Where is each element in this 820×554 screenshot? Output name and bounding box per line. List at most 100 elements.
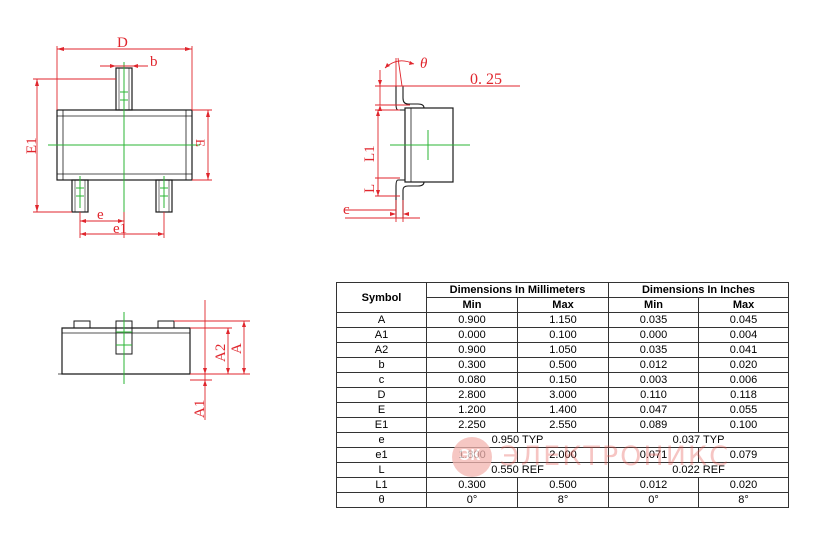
- inch-typ-cell: 0.022 REF: [608, 462, 790, 478]
- mm-typ-cell: 0.950 TYP: [425, 432, 610, 448]
- mm-min-cell: 0.000: [426, 327, 518, 343]
- dim-label-b: b: [150, 54, 158, 70]
- inch-max-cell: 0.100: [698, 417, 790, 433]
- inch-min-cell: 0.003: [608, 372, 700, 388]
- mm-max-cell: 1.050: [516, 342, 610, 358]
- mm-min-cell: 1.200: [426, 402, 518, 418]
- inch-min-cell: 0.047: [608, 402, 700, 418]
- side-view-top-lead: [395, 85, 425, 111]
- mm-max-cell: 3.000: [516, 387, 610, 403]
- symbol-cell: e: [336, 432, 427, 448]
- mm-max-cell: 0.100: [516, 327, 610, 343]
- mm-group-header: Dimensions In Millimeters: [425, 282, 610, 298]
- top-view-arrowheads: [35, 47, 210, 236]
- inch-min-cell: 0.110: [608, 387, 700, 403]
- dim-label-E: E: [193, 139, 208, 147]
- symbol-cell: L: [336, 462, 427, 478]
- mm-min-cell: 0.080: [426, 372, 518, 388]
- dim-label-A1: A1: [192, 400, 208, 418]
- inch-max-cell: 8°: [698, 492, 790, 508]
- mm-min-cell: 0°: [426, 492, 518, 508]
- symbol-cell: E: [336, 402, 427, 418]
- inch-min-cell: 0.000: [608, 327, 700, 343]
- inch-min-header: Min: [608, 297, 700, 313]
- inch-max-cell: 0.079: [698, 447, 790, 463]
- dim-label-E1: E1: [24, 137, 40, 154]
- mm-max-cell: 0.150: [516, 372, 610, 388]
- top-view-dimensions: [33, 46, 212, 238]
- symbol-cell: θ: [336, 492, 427, 508]
- inch-min-cell: 0.071: [608, 447, 700, 463]
- dim-label-theta: θ: [420, 56, 428, 72]
- mm-max-cell: 0.500: [516, 357, 610, 373]
- mm-max-header: Max: [516, 297, 610, 313]
- front-view: A2 A A1: [58, 300, 250, 420]
- symbol-cell: E1: [336, 417, 427, 433]
- mm-max-cell: 2.000: [516, 447, 610, 463]
- symbol-header: Symbol: [336, 282, 427, 313]
- symbol-cell: L1: [336, 477, 427, 493]
- dim-label-A: A: [229, 343, 245, 354]
- mm-min-cell: 2.250: [426, 417, 518, 433]
- mm-min-cell: 1.800: [426, 447, 518, 463]
- mm-min-header: Min: [426, 297, 518, 313]
- mm-min-cell: 0.300: [426, 477, 518, 493]
- dim-label-e1: e1: [113, 221, 127, 237]
- top-view: D b E1 E e e1: [24, 35, 212, 238]
- inch-max-cell: 0.020: [698, 357, 790, 373]
- inch-max-cell: 0.045: [698, 312, 790, 328]
- mm-max-cell: 2.550: [516, 417, 610, 433]
- side-view: θ 0. 25 L1 L c: [343, 56, 520, 222]
- dim-label-L1: L1: [362, 145, 378, 162]
- symbol-cell: e1: [336, 447, 427, 463]
- dim-label-D: D: [117, 35, 128, 51]
- dim-label-e: e: [97, 207, 104, 223]
- inch-min-cell: 0.012: [608, 477, 700, 493]
- inch-max-cell: 0.004: [698, 327, 790, 343]
- dim-label-gauge: 0. 25: [470, 71, 502, 88]
- dim-label-c: c: [343, 202, 350, 218]
- inch-typ-cell: 0.037 TYP: [608, 432, 790, 448]
- symbol-cell: b: [336, 357, 427, 373]
- mm-min-cell: 0.300: [426, 357, 518, 373]
- front-view-arrowheads: [203, 321, 246, 386]
- mm-max-cell: 1.400: [516, 402, 610, 418]
- side-view-arrowheads: [376, 61, 414, 216]
- inch-max-cell: 0.020: [698, 477, 790, 493]
- mm-max-cell: 0.500: [516, 477, 610, 493]
- inch-max-cell: 0.006: [698, 372, 790, 388]
- dimension-table: Symbol Dimensions In Millimeters Dimensi…: [336, 282, 790, 508]
- mm-max-cell: 8°: [516, 492, 610, 508]
- inch-max-cell: 0.118: [698, 387, 790, 403]
- inch-max-cell: 0.055: [698, 402, 790, 418]
- inch-min-cell: 0.012: [608, 357, 700, 373]
- front-view-dimensions: [174, 300, 250, 420]
- inch-group-header: Dimensions In Inches: [608, 282, 790, 298]
- mm-min-cell: 0.900: [426, 342, 518, 358]
- mm-max-cell: 1.150: [516, 312, 610, 328]
- symbol-cell: c: [336, 372, 427, 388]
- inch-min-cell: 0.035: [608, 342, 700, 358]
- inch-min-cell: 0°: [608, 492, 700, 508]
- dim-label-L: L: [362, 184, 378, 193]
- mm-typ-cell: 0.550 REF: [425, 462, 610, 478]
- inch-max-header: Max: [698, 297, 790, 313]
- mm-min-cell: 2.800: [426, 387, 518, 403]
- mm-min-cell: 0.900: [426, 312, 518, 328]
- dim-label-A2: A2: [213, 344, 229, 362]
- symbol-cell: A: [336, 312, 427, 328]
- symbol-cell: D: [336, 387, 427, 403]
